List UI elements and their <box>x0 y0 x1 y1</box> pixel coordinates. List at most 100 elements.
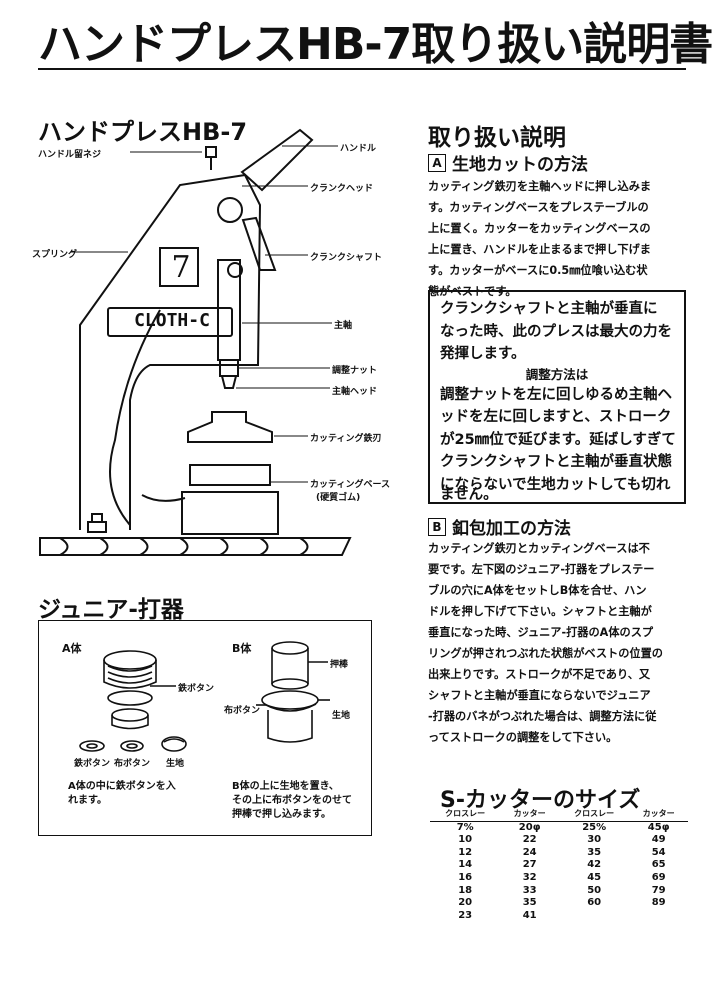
size-cell: 30 <box>587 834 602 846</box>
section-b-line: 垂直になった時、ジュニア-打器のA体のスプ <box>428 626 654 639</box>
size-cell: 33 <box>522 884 537 896</box>
junior-b-label: B体 <box>232 642 252 655</box>
size-cell: 65 <box>651 859 666 871</box>
note-subheading: 調整方法は <box>525 366 589 382</box>
note-line: ッドを左に回しますと、ストローク <box>440 409 672 425</box>
size-cell: 49 <box>651 834 666 846</box>
junior-push-rod-label: 押棒 <box>330 660 349 670</box>
size-cell: 32 <box>522 871 537 883</box>
junior-note-b-line: 押棒で押し込みます。 <box>232 809 331 820</box>
label-cutting-blade: カッティング鉄刃 <box>310 434 382 444</box>
size-cell: 35 <box>587 846 602 858</box>
press-name-plate: CLOTH-C <box>134 310 210 331</box>
press-illustration <box>39 128 352 556</box>
note-line: が25㎜位で延びます。延ばしすぎて <box>440 431 676 448</box>
junior-cloth-b-label: 生地 <box>332 711 351 721</box>
press-number-plate: 7 <box>171 250 191 285</box>
size-cell: 69 <box>651 871 666 883</box>
document-title: ハンドプレスHB-7取り扱い説明書 <box>38 19 713 70</box>
diagram-heading: ハンドプレスHB-7 <box>38 118 248 146</box>
size-table-wrapper: クロスレー カッター クロスレー カッター 7% 20φ 25% 45φ 10 22 30… <box>430 808 688 922</box>
title-underline <box>38 68 686 70</box>
adjustment-note-box: クランクシャフトと主軸が垂直に なった時、此のプレスは最大の力を 発揮します。 … <box>428 290 686 504</box>
size-table-header: クロスレー カッター クロスレー カッター <box>430 808 688 822</box>
section-b-line: シャフトと主軸が垂直にならないでジュニア <box>428 689 651 702</box>
note-line: クランクシャフトと主軸が垂直状態 <box>440 454 672 470</box>
label-crank-shaft: クランクシャフト <box>310 253 383 263</box>
size-header-cell: カッター <box>629 808 688 822</box>
size-header-cell: カッター <box>500 808 559 822</box>
section-b-line: カッティング鉄刃とカッティングベースは不 <box>428 542 650 555</box>
label-cutting-base: カッティングベース <box>310 480 391 490</box>
size-cell: 10 <box>458 834 473 846</box>
section-b-title: 釦包加工の方法 <box>452 519 571 539</box>
size-cell: 79 <box>651 884 666 896</box>
label-handle-screw: ハンドル留ネジ <box>38 150 102 160</box>
size-cell: 22 <box>522 834 537 846</box>
size-cell <box>559 910 629 923</box>
label-handle: ハンドル <box>340 144 377 154</box>
size-cell: 45φ <box>647 821 670 833</box>
instructions-heading: 取り扱い説明 <box>428 125 566 151</box>
size-cell: 25% <box>582 821 607 833</box>
section-b-heading: B 釦包加工の方法 <box>428 514 571 539</box>
size-cell: 23 <box>458 909 473 921</box>
size-cell: 89 <box>651 897 666 909</box>
section-b-text: カッティング鉄刃とカッティングベースは不 要です。左下図のジュニア-打器をプレス… <box>428 538 663 748</box>
label-crank-head: クランクヘッド <box>310 184 374 194</box>
section-b-line: 要です。左下図のジュニア-打器をプレステー <box>428 563 655 576</box>
size-cell: 45 <box>587 871 602 883</box>
size-table-row: 20 35 60 89 <box>430 897 688 910</box>
junior-cloth-label: 生地 <box>166 759 185 769</box>
size-header-cell: クロスレー <box>430 808 501 822</box>
size-cell: 18 <box>458 884 473 896</box>
section-b-line: ブルの穴にA体をセットしB体を合せ、ハン <box>428 584 647 597</box>
section-a-title: 生地カットの方法 <box>452 155 588 175</box>
label-main-shaft: 主軸 <box>334 321 353 331</box>
junior-note-b-line: その上に布ボタンをのせて <box>232 795 352 806</box>
section-a-heading: A 生地カットの方法 <box>428 150 588 175</box>
junior-note-a-line: A体の中に鉄ボタンを入 <box>68 781 176 792</box>
junior-iron-button-label: 鉄ボタン <box>178 684 215 694</box>
section-a-line: カッティング鉄刃を主軸ヘッドに押し込みま <box>428 180 652 193</box>
section-a-line: す。カッティングベースをプレステーブルの <box>428 201 649 214</box>
section-b-line: 出来上りです。ストロークが不足であり、又 <box>428 668 651 681</box>
junior-diagram-box <box>38 620 372 836</box>
section-b-line: ってストロークの調整をして下さい。 <box>428 731 618 744</box>
label-spring: スプリング <box>32 250 78 260</box>
section-a-line: 上に置く。カッターをカッティングベースの <box>428 222 651 235</box>
size-cell: 60 <box>587 897 602 909</box>
size-table-row: 10 22 30 49 <box>430 834 688 847</box>
size-cell: 20φ <box>518 821 541 833</box>
section-b-line: リングが押されつぶれた状態がベストの位置の <box>428 647 663 660</box>
note-line: 調整ナットを左に回しゆるめ主軸ヘ <box>440 386 672 403</box>
junior-note-a-line: れます。 <box>68 795 107 806</box>
section-a-text: カッティング鉄刃を主軸ヘッドに押し込みま す。カッティングベースをプレステーブル… <box>428 176 651 302</box>
size-cell: 20 <box>458 897 473 909</box>
section-b-line: -打器のバネがつぶれた場合は、調整方法に従 <box>428 710 657 723</box>
junior-illustration <box>79 641 330 752</box>
label-cutting-base-note: (硬質ゴム) <box>316 493 361 503</box>
size-cell: 16 <box>458 871 473 883</box>
junior-note-b: B体の上に生地を置き、 その上に布ボタンをのせて 押棒で押し込みます。 <box>232 780 352 822</box>
size-cell <box>629 910 688 923</box>
size-cell: 7% <box>456 821 474 833</box>
note-line: クランクシャフトと主軸が垂直に <box>440 301 658 317</box>
junior-heading: ジュニア-打器 <box>38 597 184 623</box>
section-a-badge: A <box>428 153 446 172</box>
size-cell: 50 <box>587 884 602 896</box>
label-adjust-nut: 調整ナット <box>332 366 378 376</box>
note-last-line: ません。 <box>440 487 498 503</box>
junior-note-b-line: B体の上に生地を置き、 <box>232 781 339 792</box>
junior-iron-button-small-label: 鉄ボタン <box>74 759 111 769</box>
note-line: なった時、此のプレスは最大の力を <box>440 323 672 340</box>
section-a-line: 上に置き、ハンドルを止まるまで押し下げま <box>428 243 651 256</box>
size-table-row: 7% 20φ 25% 45φ <box>430 821 688 834</box>
size-cell: 35 <box>522 897 537 909</box>
size-cell: 12 <box>458 846 473 858</box>
size-table: クロスレー カッター クロスレー カッター 7% 20φ 25% 45φ 10 22 30… <box>430 808 688 922</box>
section-a-line: す。カッターがベースに0.5㎜位喰い込む状 <box>428 264 648 277</box>
size-cell: 14 <box>458 859 473 871</box>
